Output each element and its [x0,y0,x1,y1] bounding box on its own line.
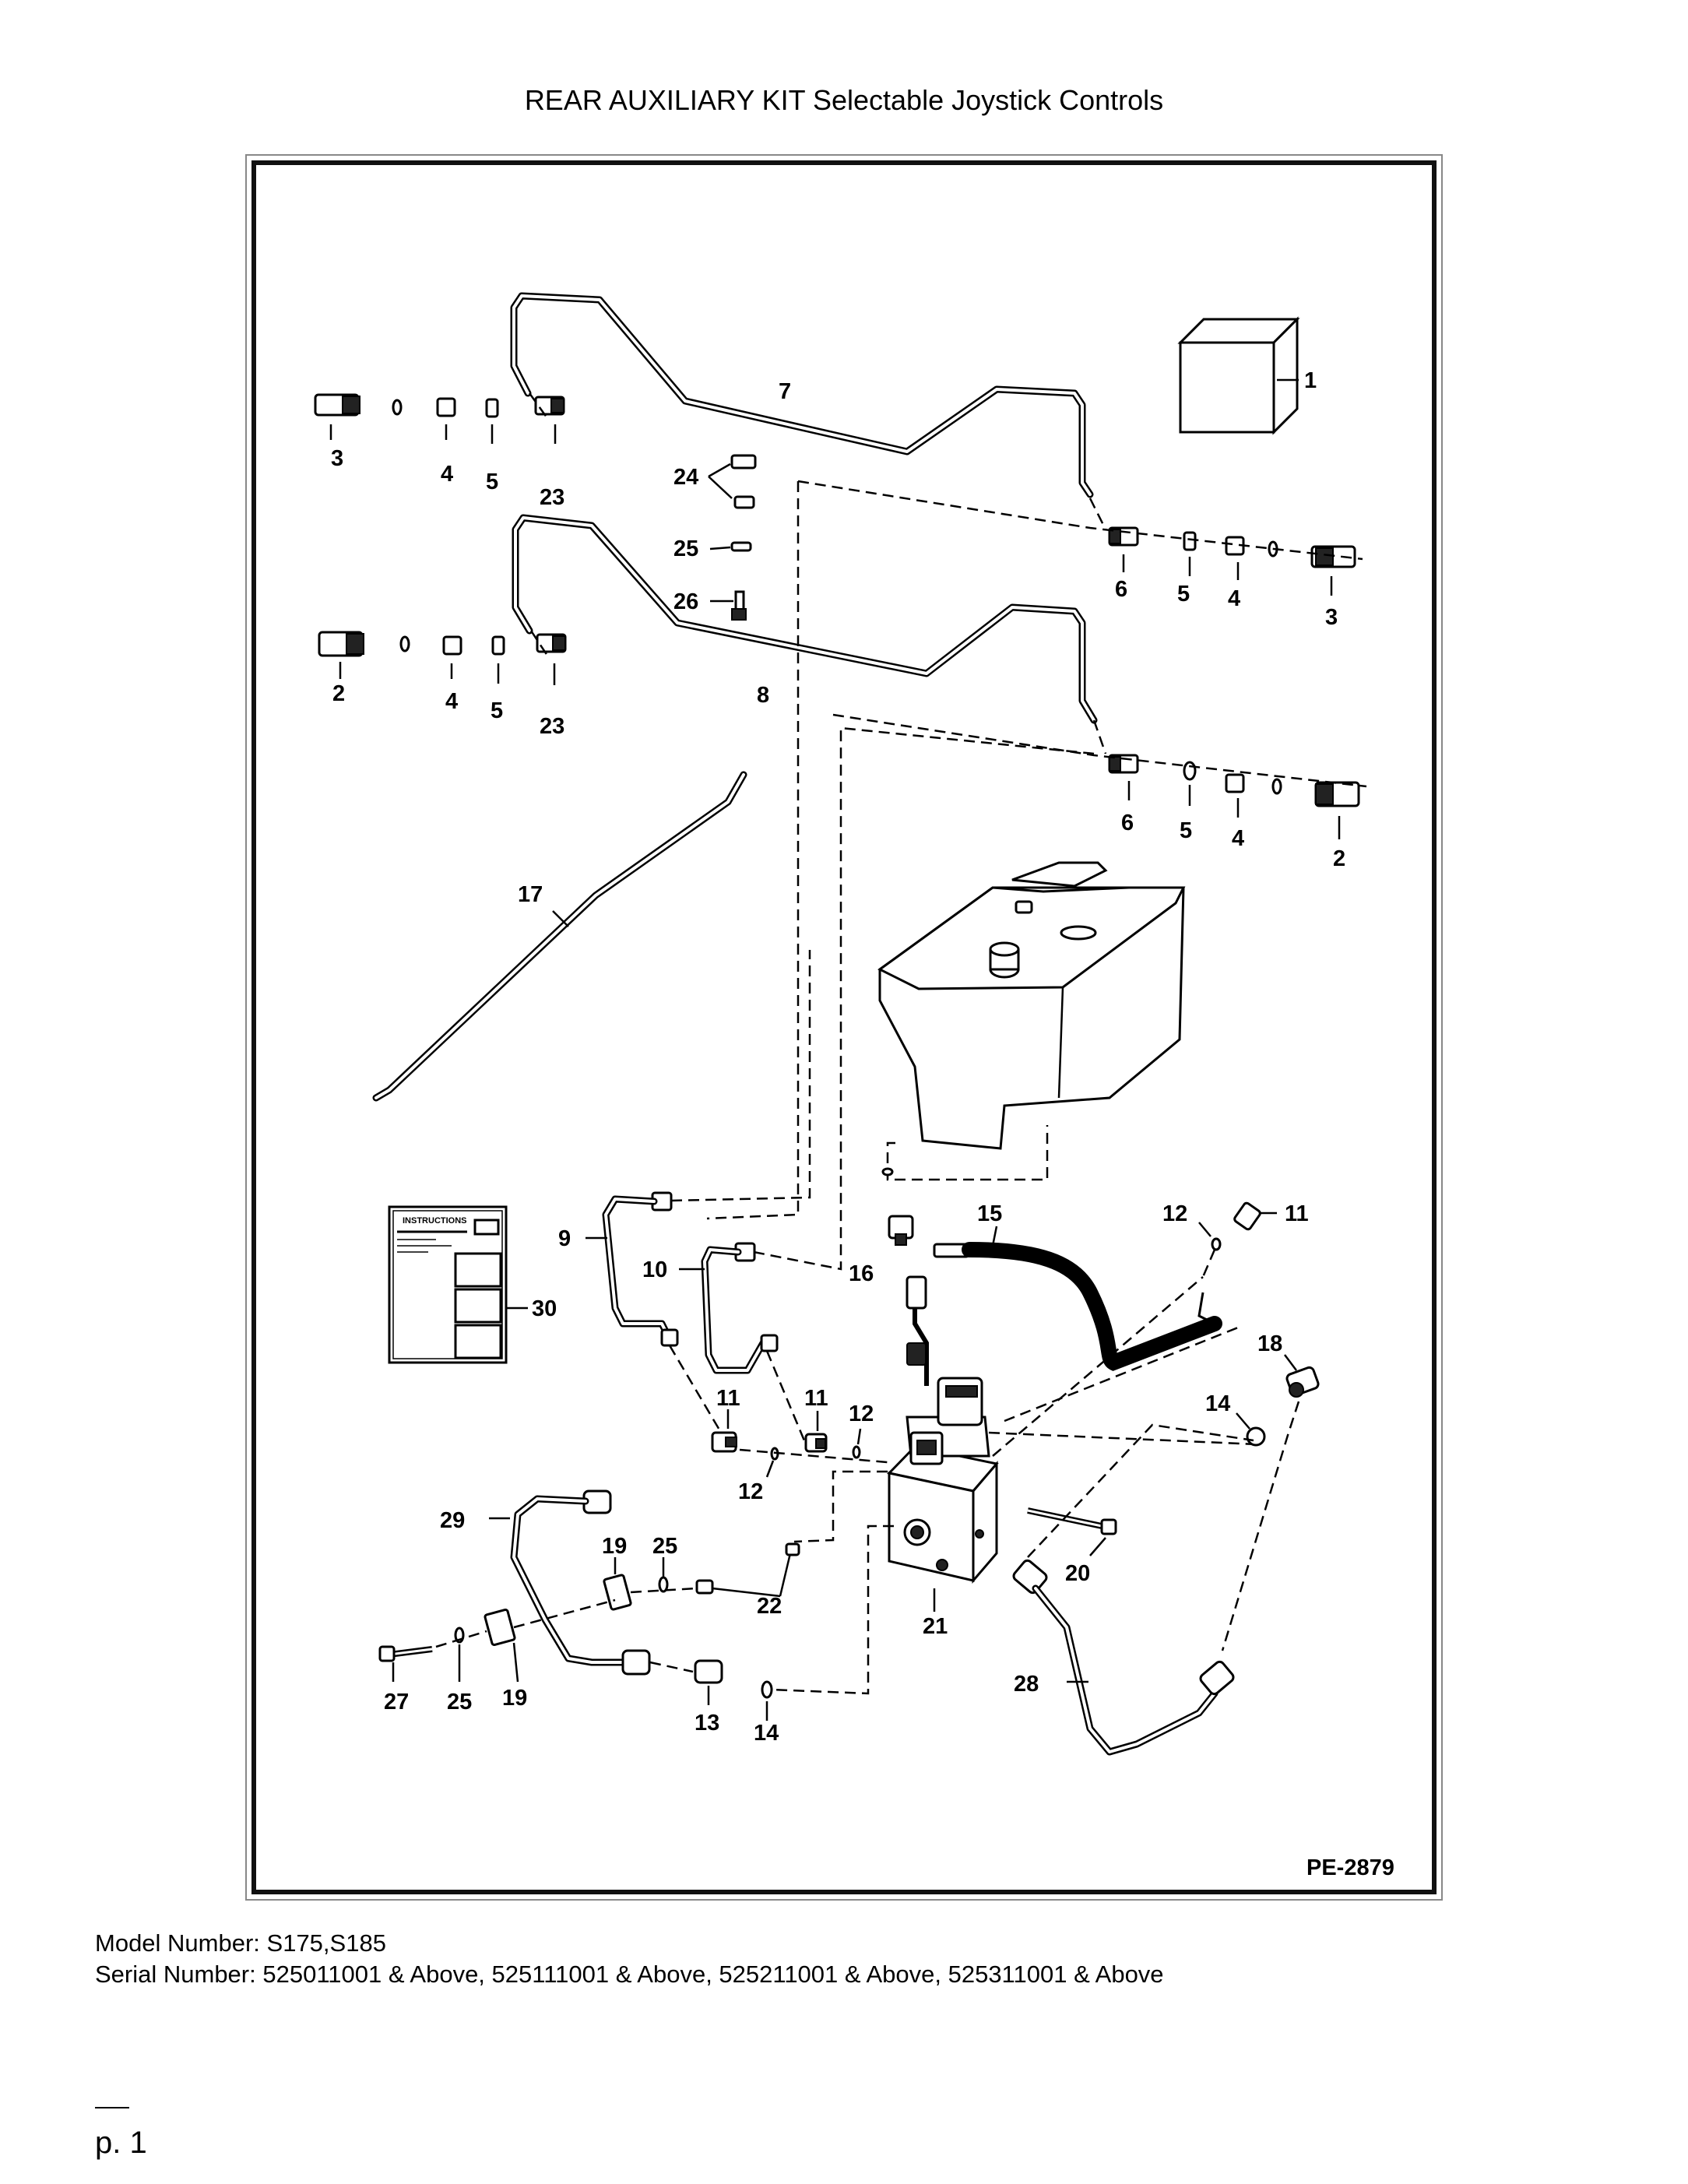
part-15-hose [881,1167,1222,1371]
callout-5: 5 [491,698,503,723]
callout-28: 28 [1014,1672,1039,1697]
part-29-tube-assembly [378,1489,800,1721]
callout-5: 5 [1180,818,1192,843]
diagram-frame-outer [245,154,1443,1901]
callout-11: 11 [1285,1201,1309,1226]
callout-16: 16 [849,1261,874,1286]
fitting-row-lower-right [832,713,1367,839]
page-title: REAR AUXILIARY KIT Selectable Joystick C… [524,84,1164,116]
callout-2: 2 [332,681,345,706]
callout-22: 22 [757,1594,782,1619]
callout-29: 29 [440,1508,465,1533]
part-20-bolt [1027,1507,1117,1556]
part-14-18-right [1221,1354,1320,1651]
callout-7: 7 [779,379,791,404]
part-30-instructions [388,1205,528,1364]
callout-14: 14 [754,1721,779,1746]
callout-1: 1 [1304,368,1317,393]
callout-19: 19 [602,1534,627,1559]
callout-6: 6 [1115,577,1127,602]
callout-21: 21 [923,1614,948,1639]
callout-24: 24 [673,465,698,490]
fitting-row-upper-right [797,480,1363,596]
callout-12: 12 [849,1401,874,1426]
part-9-10-tubes [586,726,1095,1445]
diagram-frame [251,160,1437,1894]
callout-6: 6 [1121,811,1134,835]
callout-23: 23 [540,714,564,739]
callout-12: 12 [738,1479,763,1504]
part-7-tube [510,292,1094,498]
callout-27: 27 [384,1690,409,1714]
fitting-row-lower-left [318,630,567,685]
serial-number-line: Serial Number: 525011001 & Above, 525111… [95,1961,1164,1988]
callout-4: 4 [445,689,458,714]
callout-25: 25 [652,1534,677,1559]
part-1-box [1177,316,1300,435]
callout-8: 8 [757,683,769,708]
callout-11: 11 [716,1386,740,1411]
callout-25: 25 [673,536,698,561]
part-28-tube [1012,1423,1254,1756]
model-number-line: Model Number: S175,S185 [95,1929,386,1957]
callout-5: 5 [1177,582,1190,607]
callout-23: 23 [540,485,564,510]
callout-13: 13 [695,1711,719,1736]
callout-20: 20 [1065,1561,1090,1586]
fitting-row-upper-left [314,392,565,444]
page-number: p. 1 [95,2126,147,2160]
callout-2: 2 [1333,846,1345,871]
part-17-cable [372,771,747,1102]
part-11-12-near-valve [711,1409,888,1478]
callout-4: 4 [1232,826,1244,851]
part-11-12-upper-right [1198,1201,1277,1278]
callout-30: 30 [532,1296,557,1321]
part-24-25-26-hardware [706,454,800,1220]
footer-rule [95,2107,129,2108]
callout-3: 3 [1325,605,1338,630]
part-21-valve-block [770,1275,1258,1695]
callout-4: 4 [441,462,453,487]
callout-9: 9 [558,1226,571,1251]
reference-code: PE-2879 [1306,1855,1394,1880]
callout-4: 4 [1228,586,1240,611]
instructions-heading: INSTRUCTIONS [403,1216,467,1226]
callout-14: 14 [1205,1391,1230,1416]
callout-12: 12 [1162,1201,1187,1226]
callout-19: 19 [502,1686,527,1711]
callout-25: 25 [447,1690,472,1714]
callout-17: 17 [518,882,543,907]
part-8-tube [512,514,1098,724]
callout-18: 18 [1257,1331,1282,1356]
callout-10: 10 [642,1257,667,1282]
callout-5: 5 [486,470,498,494]
callout-26: 26 [673,589,698,614]
hydraulic-tank [877,861,1186,1181]
callout-15: 15 [977,1201,1002,1226]
callout-11: 11 [804,1386,828,1411]
callout-3: 3 [331,446,343,471]
callout-labels: 1 7 3 4 5 23 24 25 26 6 5 4 3 2 4 5 23 8… [331,368,1345,1746]
